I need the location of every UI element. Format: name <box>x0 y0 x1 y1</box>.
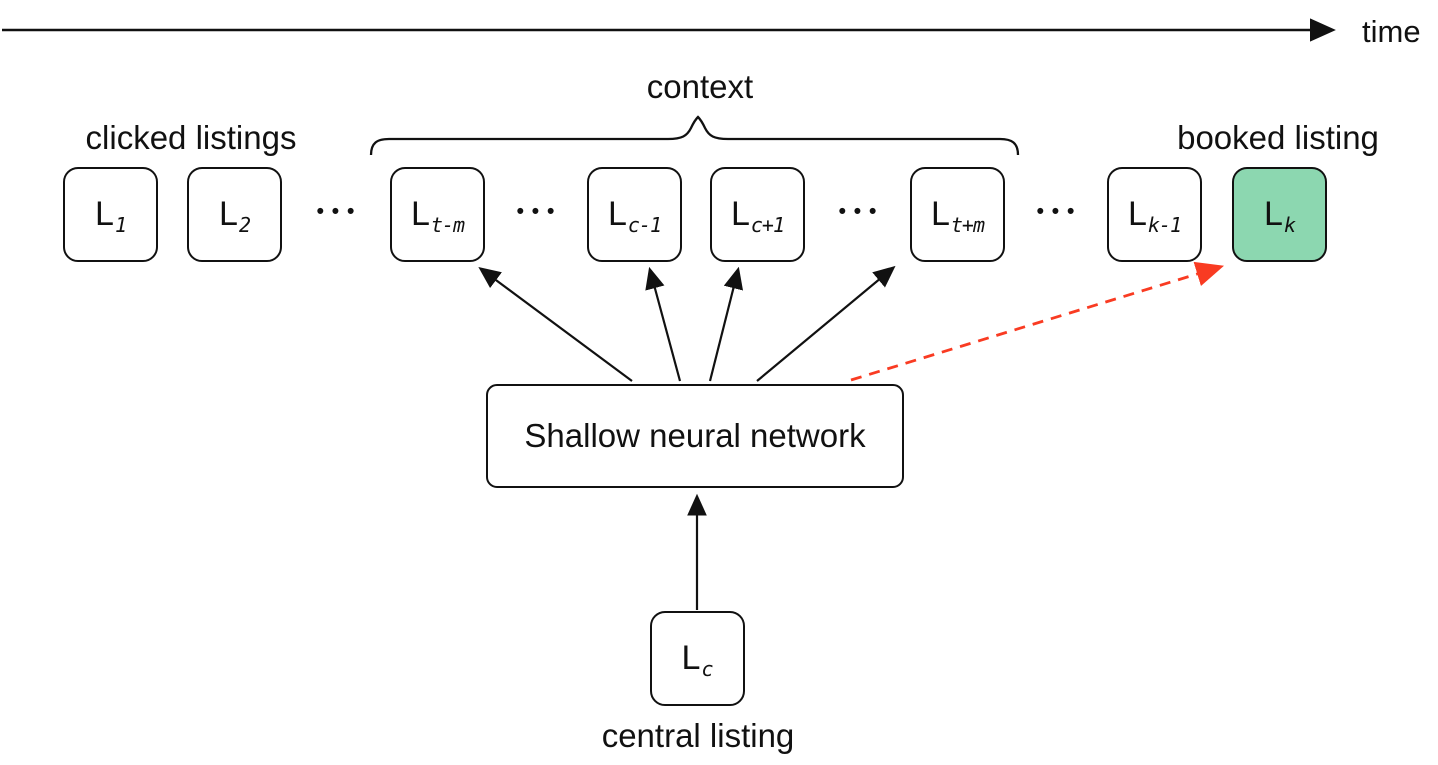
booked-listing-label: booked listing <box>1177 119 1379 156</box>
listing-subscript: t+m <box>950 212 985 237</box>
arrow-to-l-c-minus-1 <box>645 266 682 382</box>
listing-subscript: 1 <box>114 212 127 237</box>
listing-subscript: 2 <box>238 212 251 237</box>
listing-subscript: t-m <box>430 212 465 237</box>
clicked-listings-label: clicked listings <box>85 119 297 156</box>
booked-prediction-arrow <box>850 261 1225 382</box>
ellipsis: • • • <box>1036 200 1076 223</box>
listing-label: L <box>1264 195 1283 233</box>
context-label: context <box>646 68 754 105</box>
listing-label: L <box>1127 195 1147 233</box>
ellipsis: • • • <box>838 200 878 223</box>
listing-label: L <box>730 195 750 233</box>
neural-network-box: Shallow neural network <box>486 384 904 488</box>
listing-subscript: c <box>701 656 714 681</box>
ellipsis: • • • <box>316 200 356 223</box>
arrow-to-l-c-plus-1 <box>708 266 744 382</box>
context-brace <box>369 115 1020 156</box>
listing-label: L <box>219 195 238 233</box>
neural-network-label: Shallow neural network <box>524 417 866 454</box>
listing-label: L <box>607 195 627 233</box>
listing-label: L <box>95 195 114 233</box>
central-listing-label: central listing <box>601 717 795 754</box>
listing-label: L <box>681 639 701 677</box>
listing-subscript: k <box>1283 212 1296 237</box>
arrow-to-l-t-minus-m <box>478 267 633 382</box>
arrow-to-l-t-plus-m <box>756 265 896 382</box>
time-axis-label: time <box>1362 14 1421 49</box>
listing-label: L <box>410 195 430 233</box>
listing-subscript: c-1 <box>627 212 662 237</box>
ellipsis: • • • <box>516 200 556 223</box>
listing-subscript: k-1 <box>1147 212 1182 237</box>
listing-label: L <box>930 195 950 233</box>
listing-subscript: c+1 <box>750 212 785 237</box>
